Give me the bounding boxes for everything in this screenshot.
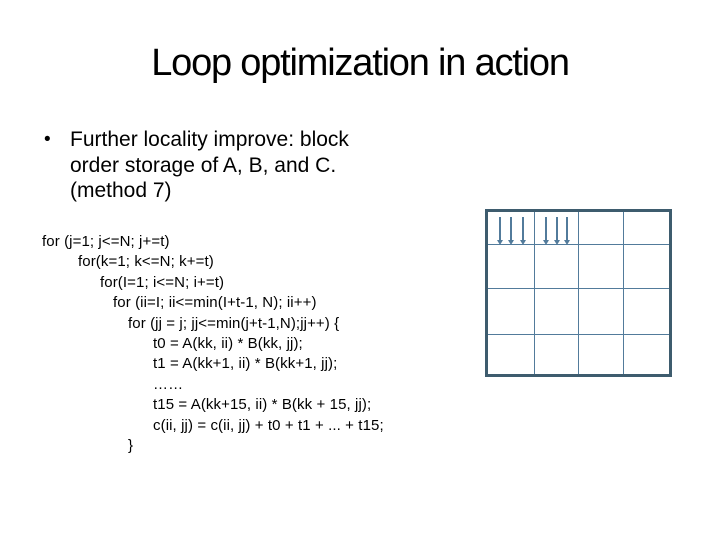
code-line: c(ii, jj) = c(ii, jj) + t0 + t1 + ... + … bbox=[42, 416, 472, 436]
down-arrow-icon bbox=[519, 217, 526, 245]
code-line-text: } bbox=[128, 437, 134, 455]
code-line-text: c(ii, jj) = c(ii, jj) + t0 + t1 + ... + … bbox=[153, 416, 384, 434]
code-line: for(k=1; k<=N; k+=t) bbox=[42, 252, 472, 272]
code-line-text: for (jj = j; jj<=min(j+t-1,N);jj++) { bbox=[128, 314, 340, 332]
grid-cell bbox=[488, 289, 535, 335]
code-line: for (jj = j; jj<=min(j+t-1,N);jj++) { bbox=[42, 314, 472, 334]
code-line-text: t15 = A(kk+15, ii) * B(kk + 15, jj); bbox=[153, 396, 372, 414]
grid-cell bbox=[624, 289, 669, 335]
down-arrow-icon bbox=[553, 217, 560, 245]
grid-cell bbox=[624, 245, 669, 289]
down-arrow-icon bbox=[542, 217, 549, 245]
code-line: for(I=1; i<=N; i+=t) bbox=[42, 273, 472, 293]
grid-cell bbox=[624, 212, 669, 245]
grid-cell bbox=[624, 335, 669, 374]
down-arrow-icon bbox=[508, 217, 514, 245]
code-line: for (j=1; j<=N; j+=t) bbox=[42, 232, 472, 252]
grid-cell bbox=[488, 212, 535, 245]
grid-cell bbox=[488, 335, 535, 374]
grid-cell bbox=[488, 245, 535, 289]
down-arrow-icon bbox=[564, 217, 571, 245]
code-line: …… bbox=[42, 375, 472, 395]
code-line-text: for (ii=I; ii<=min(I+t-1, N); ii++) bbox=[113, 294, 317, 312]
code-line: t0 = A(kk, ii) * B(kk, jj); bbox=[42, 334, 472, 354]
code-line-text: …… bbox=[153, 375, 184, 393]
grid-cell bbox=[579, 289, 624, 335]
grid-cell bbox=[579, 212, 624, 245]
code-line: t15 = A(kk+15, ii) * B(kk + 15, jj); bbox=[42, 395, 472, 415]
code-line-text: t0 = A(kk, ii) * B(kk, jj); bbox=[153, 335, 303, 353]
grid-cell bbox=[579, 335, 624, 374]
code-line-text: for (j=1; j<=N; j+=t) bbox=[42, 233, 170, 250]
bullet-icon: • bbox=[44, 129, 51, 150]
grid-cell bbox=[535, 245, 579, 289]
code-line-text: for(I=1; i<=N; i+=t) bbox=[100, 273, 225, 291]
grid-cell bbox=[535, 289, 579, 335]
down-arrow-icon bbox=[496, 217, 503, 245]
grid-cell bbox=[579, 245, 624, 289]
code-line-text: t1 = A(kk+1, ii) * B(kk+1, jj); bbox=[153, 355, 338, 373]
code-line-text: for(k=1; k<=N; k+=t) bbox=[78, 253, 214, 271]
bullet-text-line: order storage of A, B, and C. bbox=[70, 153, 337, 177]
bullet-text-line: Further locality improve: block bbox=[70, 128, 349, 151]
block-matrix-grid-diagram bbox=[485, 209, 672, 377]
grid-cell bbox=[535, 335, 579, 374]
code-line: } bbox=[42, 436, 472, 456]
bullet-text-line: (method 7) bbox=[70, 179, 172, 202]
grid-cell bbox=[535, 212, 579, 245]
code-line: for (ii=I; ii<=min(I+t-1, N); ii++) bbox=[42, 293, 472, 313]
slide-title: Loop optimization in action bbox=[151, 42, 570, 84]
code-line: t1 = A(kk+1, ii) * B(kk+1, jj); bbox=[42, 354, 472, 374]
code-block: for (j=1; j<=N; j+=t) for(k=1; k<=N; k+=t… bbox=[42, 232, 472, 456]
